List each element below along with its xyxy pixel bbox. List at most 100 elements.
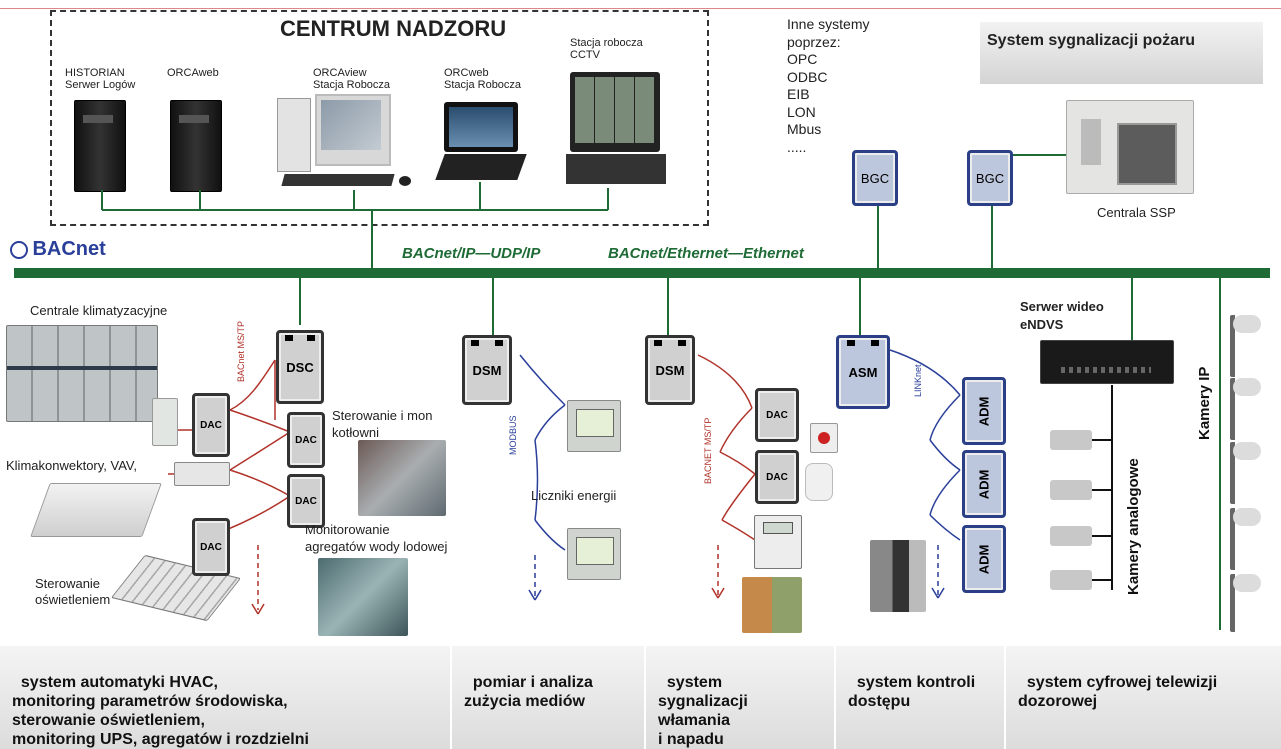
dsm-label: DSM	[472, 362, 502, 378]
chiller-image	[318, 558, 408, 636]
bgc-label: BGC	[975, 170, 1005, 186]
panic-button-image	[810, 423, 838, 453]
ip-cameras-label: Kamery IP	[1196, 366, 1213, 440]
bus-label-ip: BACnet/IP—UDP/IP	[402, 245, 541, 262]
analog-camera-4-image	[1050, 570, 1092, 590]
adm-module-2: ADM	[962, 450, 1006, 518]
modbus-label: MODBUS	[508, 415, 518, 455]
fire-control-panel-image	[1066, 100, 1194, 194]
video-server-image	[1040, 340, 1174, 384]
station-label-orcaview: ORCAview Stacja Robocza	[313, 67, 391, 91]
intrusion-mstp-label: BACNET MS/TP	[703, 417, 713, 484]
supervision-center-title: CENTRUM NADZORU	[280, 16, 507, 41]
footer-energy-text: pomiar i analiza zużycia mediów	[464, 674, 593, 710]
footer-access: system kontroli dostępu	[836, 646, 1004, 749]
fire-panel-label: Centrala SSP	[1097, 205, 1176, 220]
hvac-dac-3: DAC	[287, 474, 325, 528]
analog-camera-2-image	[1050, 480, 1092, 500]
dac-label: DAC	[295, 434, 317, 446]
analog-camera-1-image	[1050, 430, 1092, 450]
bacnet-logo: BACnet	[10, 238, 106, 261]
station-label-cctv: Stacja robocza CCTV	[570, 37, 643, 61]
asm-controller: ASM	[836, 335, 890, 409]
station-label-orcweb: ORCweb Stacja Robocza	[444, 67, 522, 91]
footer-intrusion-text: system sygnalizacji włamania i napadu	[658, 674, 748, 748]
adm-module-3: ADM	[962, 525, 1006, 593]
supervision-center-box	[50, 10, 709, 226]
fire-system-title: System sygnalizacji pożaru	[987, 32, 1196, 49]
footer-access-text: system kontroli dostępu	[848, 674, 976, 710]
adm-module-1: ADM	[962, 377, 1006, 445]
footer-energy: pomiar i analiza zużycia mediów	[452, 646, 644, 749]
station-label-orcaweb: ORCAweb	[167, 67, 219, 79]
dac-label: DAC	[200, 419, 222, 431]
ahu-label: Centrale klimatyzacyjne	[30, 303, 168, 318]
fancoil-image	[30, 483, 162, 537]
dsm-label: DSM	[655, 362, 685, 378]
chiller-label: Monitorowanie agregatów wody lodowej	[305, 522, 448, 554]
footer-cctv: system cyfrowej telewizji dozorowej	[1006, 646, 1281, 749]
ip-camera-5-image	[1230, 574, 1265, 632]
hvac-dac-2: DAC	[287, 412, 325, 468]
motion-sensor-image	[805, 463, 833, 501]
intrusion-dac-1: DAC	[755, 388, 799, 442]
boiler-room-image	[358, 440, 446, 516]
footer-hvac: system automatyki HVAC, monitoring param…	[0, 646, 450, 749]
server-orcaweb-image	[170, 100, 222, 192]
dac-label: DAC	[766, 471, 788, 483]
energy-dsm-controller: DSM	[462, 335, 512, 405]
ahu-image	[6, 325, 158, 422]
dsc-controller: DSC	[276, 330, 324, 404]
intrusion-dsm-controller: DSM	[645, 335, 695, 405]
footer-cctv-text: system cyfrowej telewizji dozorowej	[1018, 674, 1218, 710]
energy-meter-1-image	[567, 400, 621, 452]
energy-meter-2-image	[567, 528, 621, 580]
energy-meters-label: Liczniki energii	[531, 488, 617, 503]
bacnet-logo-icon	[10, 240, 28, 259]
ip-camera-2-image	[1230, 378, 1265, 440]
other-systems-text: Inne systemy poprzez: OPC ODBC EIB LON M…	[787, 16, 870, 155]
dac-label: DAC	[766, 409, 788, 421]
hvac-mstp-label: BACnet MS/TP	[236, 320, 246, 382]
bgc-label: BGC	[860, 170, 890, 186]
workstation-orcaview-image	[275, 90, 415, 195]
burglar-image	[742, 577, 802, 633]
bgc-module-2: BGC	[967, 150, 1013, 206]
ip-camera-4-image	[1230, 508, 1265, 570]
video-server-label: Serwer wideo eNDVS	[1020, 299, 1104, 332]
bgc-module-1: BGC	[852, 150, 898, 206]
cctv-workstation-image	[566, 68, 666, 188]
analog-camera-3-image	[1050, 526, 1092, 546]
adm-label: ADM	[976, 469, 992, 499]
adm-label: ADM	[976, 544, 992, 574]
asm-label: ASM	[848, 364, 878, 380]
bus-label-ethernet: BACnet/Ethernet—Ethernet	[608, 245, 804, 262]
dsc-label: DSC	[286, 359, 314, 375]
intrusion-dac-2: DAC	[755, 450, 799, 504]
hvac-dac-4: DAC	[192, 518, 230, 576]
alarm-keypad-image	[754, 515, 802, 569]
adm-label: ADM	[976, 396, 992, 426]
access-user-image	[870, 540, 926, 612]
server-historian-image	[74, 100, 126, 192]
thermostat-image	[152, 398, 178, 446]
hvac-dac-1: DAC	[192, 393, 230, 457]
dac-label: DAC	[200, 541, 222, 553]
station-label-historian: HISTORIAN Serwer Logów	[65, 67, 136, 91]
ip-camera-1-image	[1230, 315, 1265, 377]
footer-intrusion: system sygnalizacji włamania i napadu	[646, 646, 834, 749]
dac-label: DAC	[295, 495, 317, 507]
footer-hvac-text: system automatyki HVAC, monitoring param…	[12, 674, 309, 748]
analog-cameras-label: Kamery analogowe	[1125, 458, 1142, 595]
top-rule	[0, 8, 1281, 9]
vav-controller-image	[174, 462, 230, 486]
bacnet-logo-text: BACnet	[32, 238, 106, 260]
fancoil-label: Klimakonwektory, VAV,	[6, 458, 138, 473]
linknet-label: LINKnet	[913, 364, 923, 397]
boiler-label: Sterowanie i mon kotłowni	[332, 408, 433, 440]
ip-camera-3-image	[1230, 442, 1265, 504]
lighting-label: Sterowanie oświetleniem	[35, 576, 111, 607]
laptop-orcweb-image	[435, 102, 527, 182]
fire-system-banner	[980, 22, 1263, 84]
